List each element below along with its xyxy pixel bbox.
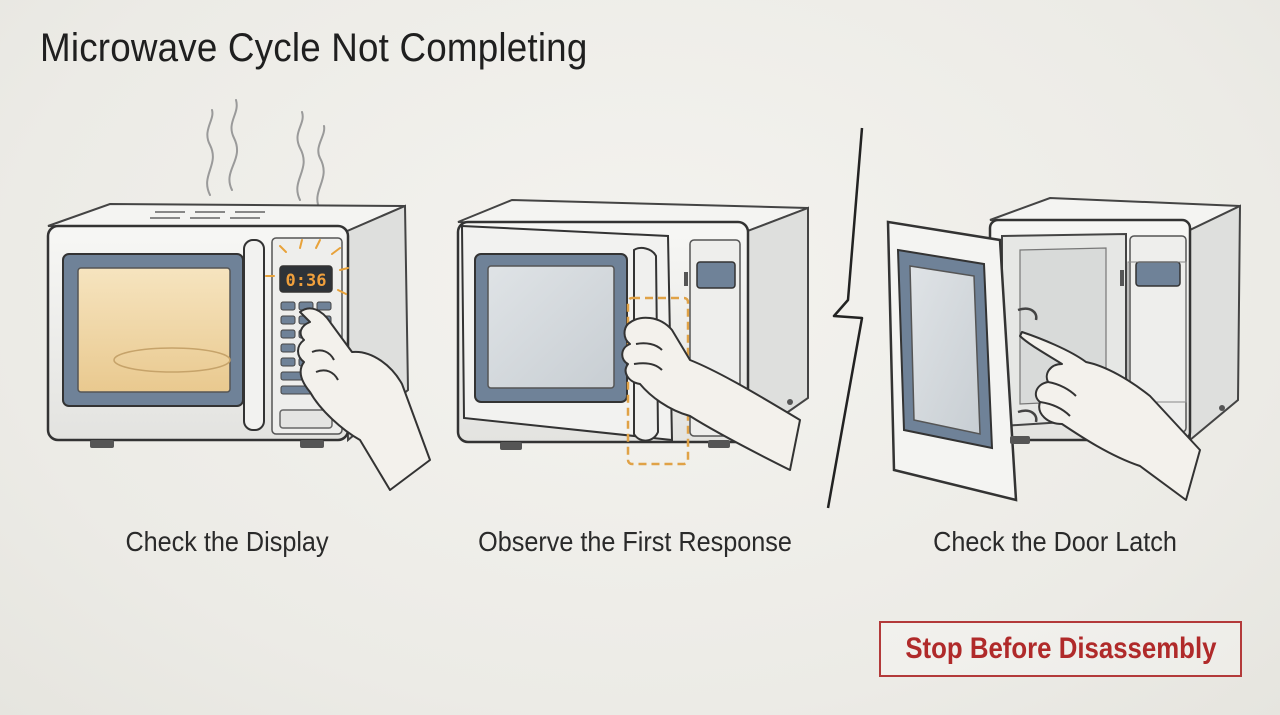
stop-button-label: Stop Before Disassembly (904, 632, 1217, 665)
step-label-door-latch: Check the Door Latch (933, 526, 1177, 557)
steam-icon (206, 99, 326, 211)
hand-pointing-icon (297, 307, 431, 491)
panel-door-latch (886, 196, 1242, 502)
step-label-check-display: Check the Display (125, 526, 329, 557)
display-readout: 0:36 (286, 271, 327, 291)
panel-check-display: 0:36 (46, 99, 431, 491)
latch-hook-upper-icon (1017, 307, 1038, 321)
alert-glow-icon (265, 239, 349, 295)
panel-first-response (456, 198, 809, 471)
latch-hook-lower-icon (1017, 409, 1038, 423)
hand-pointing-latch-icon (1019, 331, 1201, 501)
step-label-first-response: Observe the First Response (478, 526, 792, 557)
hand-gripping-icon (621, 316, 801, 471)
stop-before-disassembly-button[interactable]: Stop Before Disassembly (879, 621, 1242, 677)
panel-divider (826, 127, 864, 509)
page-title: Microwave Cycle Not Completing (40, 26, 588, 70)
